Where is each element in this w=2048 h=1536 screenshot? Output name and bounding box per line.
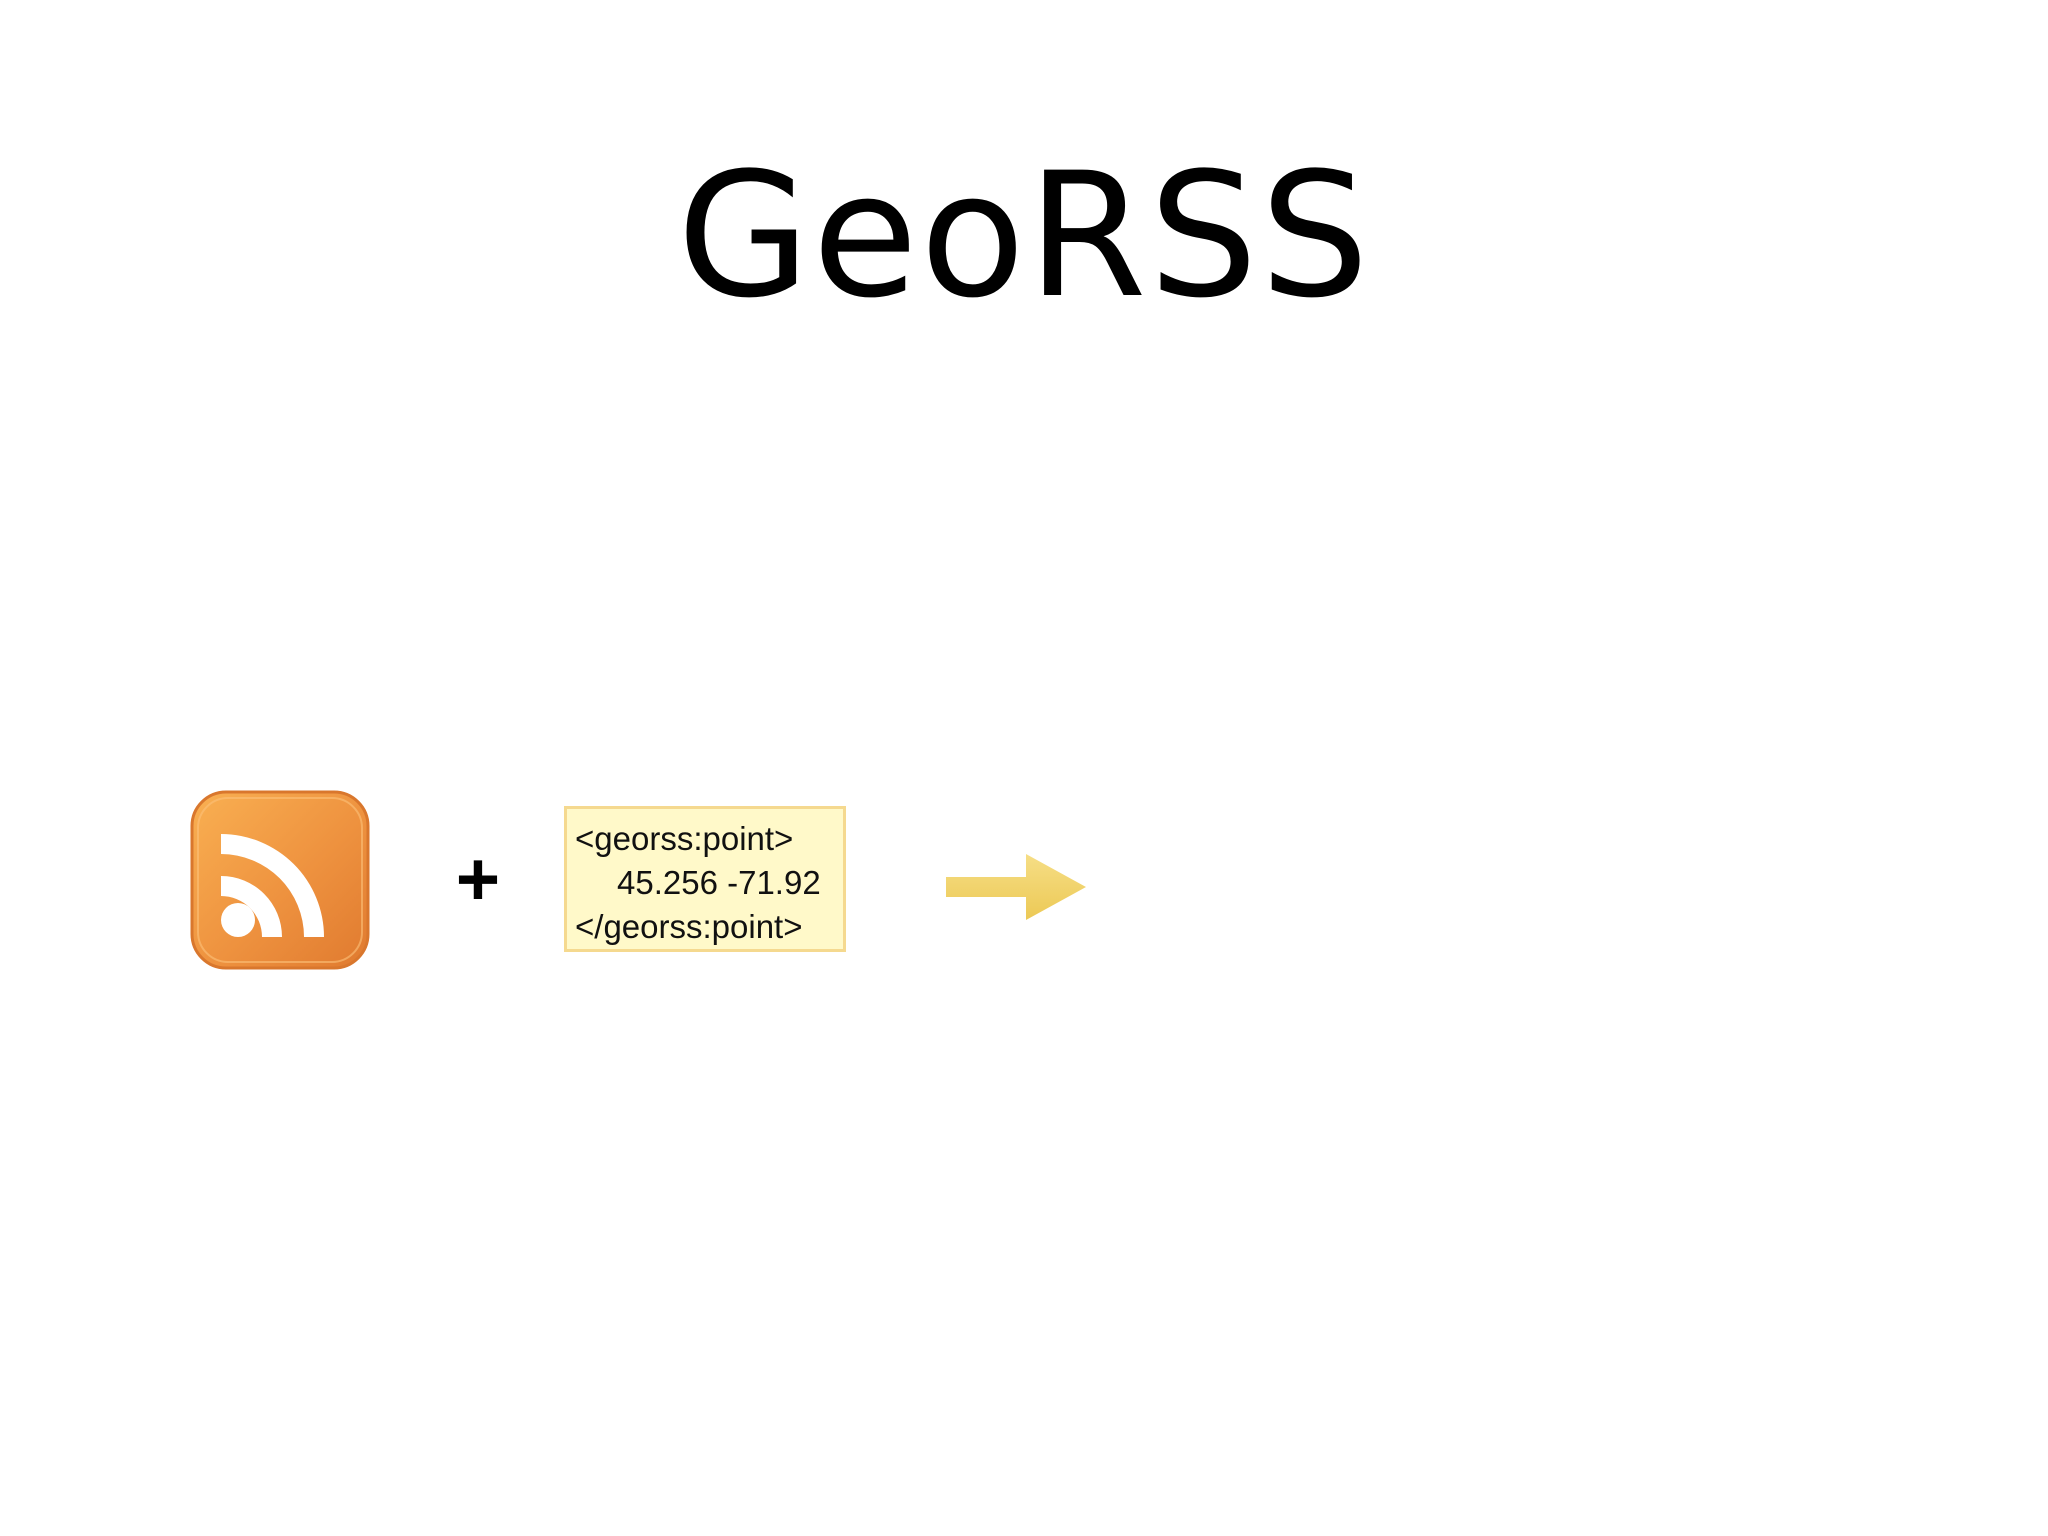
arrow-right-icon	[944, 852, 1088, 922]
code-coordinates: 45.256 -71.92	[617, 864, 821, 901]
code-close-tag: </georss:point>	[575, 908, 803, 945]
plus-sign: +	[455, 837, 501, 922]
slide-title: GeoRSS	[676, 135, 1372, 336]
rss-feed-icon	[190, 790, 370, 970]
code-open-tag: <georss:point>	[575, 820, 794, 857]
georss-point-snippet: <georss:point> 45.256 -71.92 </georss:po…	[564, 806, 846, 952]
